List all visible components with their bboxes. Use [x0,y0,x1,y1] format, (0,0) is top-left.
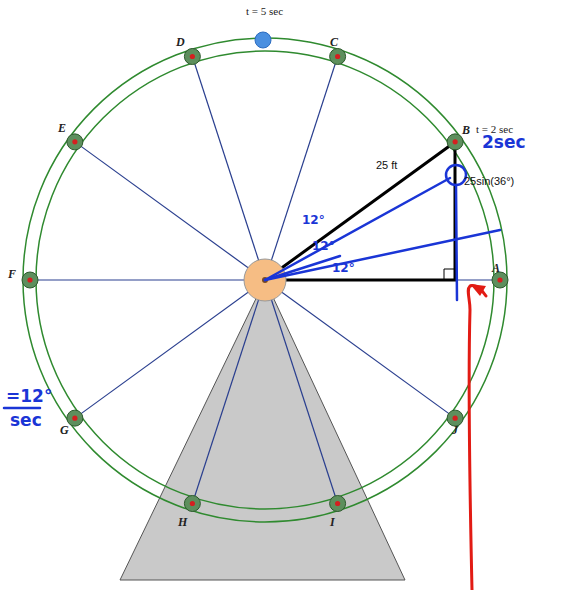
point-label: D [176,36,185,48]
handwritten-marks [4,165,500,408]
handwritten-angle: 12° [332,262,355,274]
spoke [192,280,265,503]
seat [184,495,200,511]
seat [330,49,346,65]
spoke [75,280,265,418]
seat [67,410,83,426]
seat [184,49,200,65]
handwritten-rate: sec [10,412,42,429]
point-label: I [330,516,335,528]
dimension-label: 25 ft [376,160,397,171]
outer-rim [23,38,507,522]
red-arrowhead [470,284,486,296]
handwritten-note: 2sec [482,134,526,151]
handwritten-angle: 12° [312,240,335,252]
point-label: F [8,268,16,280]
spoke [265,280,338,503]
support-tower [120,280,405,580]
point-label: J [452,424,458,436]
point-label: H [178,516,187,528]
seat [492,272,508,288]
point-label: A [492,262,500,274]
seat [22,272,38,288]
rider-dot [255,32,271,48]
point-label: C [330,36,338,48]
spoke [265,57,338,280]
time-label: t = 5 sec [246,6,283,17]
seats [22,49,508,512]
point-label: E [58,122,66,134]
dimension-label: 25sin(36°) [464,176,514,187]
seat [330,495,346,511]
spoke [75,142,265,280]
spoke [192,57,265,280]
point-label: G [60,424,69,436]
handwritten-rate: =12° [6,388,52,405]
seat [67,134,83,150]
spoke [30,279,265,280]
handwritten-angle: 12° [302,214,325,226]
red-arrow [468,286,486,590]
spokes [30,57,500,504]
seat [447,134,463,150]
spoke [265,280,455,418]
point-label: B [462,124,470,136]
